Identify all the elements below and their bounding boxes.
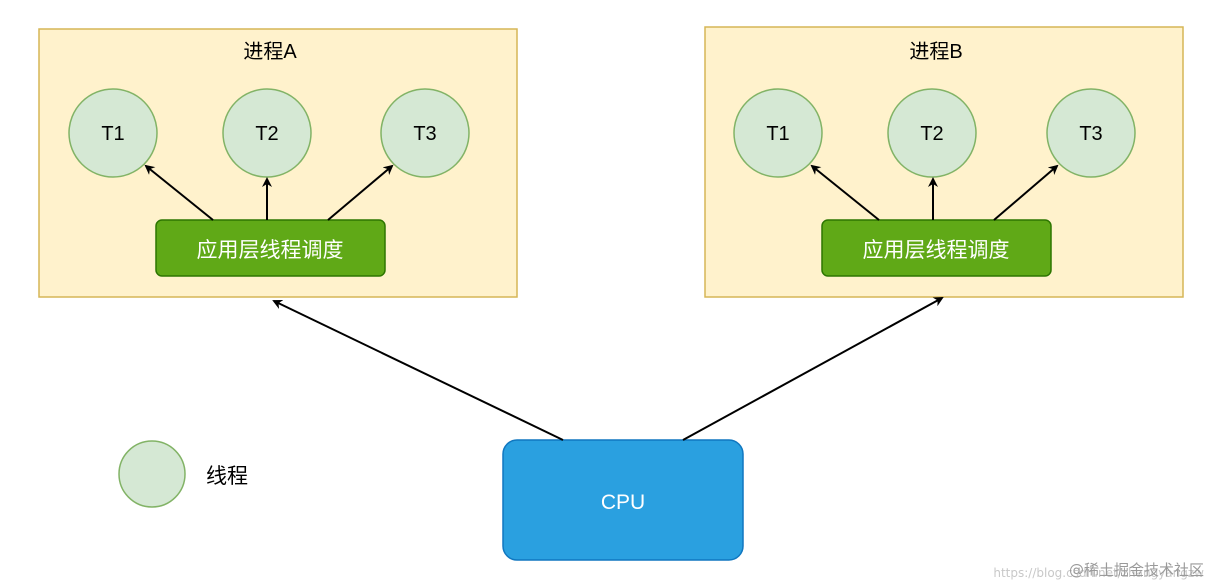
- cpu-arrow-to-process-b: [682, 297, 944, 441]
- watermark: https://blog.csdn.net/zhangyangzw @稀土掘金技…: [993, 559, 1204, 580]
- process-a-arrow-to-t3: [327, 164, 394, 221]
- cpu-box: [502, 439, 744, 561]
- process-b-scheduler-label: 应用层线程调度: [863, 239, 1010, 262]
- process-b-thread-2-label: T2: [920, 123, 943, 145]
- watermark-url: https://blog.csdn.net/zhangyangzw: [993, 566, 1204, 580]
- process-a-thread-2-label: T2: [255, 123, 278, 145]
- process-b-group: 进程B T1 T2 T3 应用层线程调度: [704, 26, 1184, 298]
- process-b-arrow-to-t3: [993, 164, 1059, 221]
- cpu-group: CPU: [502, 439, 744, 561]
- process-b-thread-1-label: T1: [766, 123, 789, 145]
- cpu-arrow-to-process-a: [272, 299, 564, 441]
- process-a-title: 进程A: [243, 40, 297, 63]
- process-a-group: 进程A T1 T2 T3 应用层线程调度: [38, 28, 518, 298]
- process-b-thread-3: [1046, 88, 1136, 178]
- process-a-thread-1: [68, 88, 158, 178]
- legend: 线程: [118, 440, 248, 508]
- process-b-title: 进程B: [909, 40, 962, 63]
- process-a-thread-1-label: T1: [101, 123, 124, 145]
- legend-thread-swatch: [118, 440, 186, 508]
- process-b-thread-3-label: T3: [1079, 123, 1102, 145]
- process-b-arrow-to-t1: [810, 164, 880, 221]
- process-a-arrow-to-t1: [144, 164, 214, 221]
- process-b-scheduler-box: [821, 219, 1052, 277]
- watermark-brand: @稀土掘金技术社区: [1068, 561, 1204, 579]
- process-a-scheduler-box: [155, 219, 386, 277]
- cpu-label: CPU: [601, 491, 645, 514]
- process-a-thread-3: [380, 88, 470, 178]
- process-a-thread-3-label: T3: [413, 123, 436, 145]
- process-a-scheduler-label: 应用层线程调度: [197, 239, 344, 262]
- process-b-thread-1: [733, 88, 823, 178]
- legend-thread-label: 线程: [206, 465, 248, 488]
